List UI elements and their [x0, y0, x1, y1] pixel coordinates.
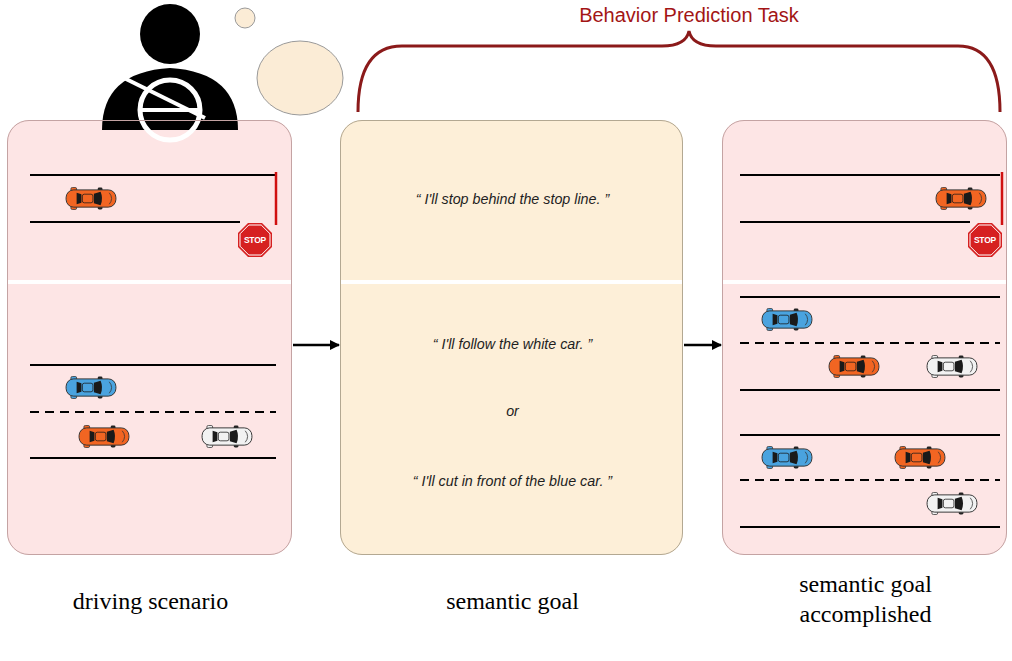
- stop-sign: [240, 225, 270, 255]
- road-lines: [30, 411, 276, 413]
- goal-text: “ I'll cut in front of the blue car. ”: [341, 472, 684, 490]
- panel-caption: driving scenario: [8, 586, 293, 616]
- panel-grounds: [340, 120, 683, 555]
- stop-line: [276, 172, 1002, 225]
- road-lines: [740, 342, 1000, 344]
- flow-arrow: [293, 344, 339, 347]
- cars: [79, 425, 129, 447]
- panel-caption: semantic goal accomplished: [755, 569, 976, 629]
- cars: [895, 446, 945, 468]
- cars: [202, 425, 252, 447]
- cars: [66, 187, 986, 514]
- panel-caption: semantic goal: [341, 586, 684, 616]
- driver-icon: [120, 76, 205, 118]
- stop-line: [275, 172, 278, 225]
- goal-text: “ I'll stop behind the stop line. ”: [341, 190, 684, 208]
- separators: [341, 280, 682, 284]
- cars: [936, 187, 986, 209]
- stop-sign: [968, 223, 1002, 257]
- goal-text: “ I'll follow the white car. ”: [341, 335, 684, 353]
- road-lines: [30, 457, 276, 459]
- cars: [829, 355, 879, 377]
- panel-grounds: [722, 120, 1007, 555]
- thought-bubbles: [235, 8, 255, 28]
- bracket-label: Behavior Prediction Task: [579, 3, 799, 27]
- stop-sign: [970, 225, 1000, 255]
- road-lines: [740, 221, 970, 223]
- driver-icon: [140, 4, 200, 64]
- stop-sign: [238, 223, 1002, 257]
- flow-arrow: [684, 344, 721, 347]
- road-lines: [740, 174, 1000, 176]
- stop-sign: [238, 223, 272, 257]
- road-lines: [740, 389, 1000, 391]
- stop-line: [1001, 172, 1004, 225]
- goal-text: or: [341, 402, 684, 420]
- road-lines: [740, 296, 1000, 298]
- cars: [927, 492, 977, 514]
- cars: [762, 446, 812, 468]
- thought-bubbles: [235, 8, 343, 115]
- cars: [927, 355, 977, 377]
- cars: [66, 376, 116, 398]
- road-lines: [30, 364, 276, 366]
- road-lines: [30, 175, 1000, 527]
- cars: [66, 187, 116, 209]
- road-lines: [30, 174, 276, 176]
- panel: “ I'll stop behind the stop line. ” “ I'l…: [340, 120, 683, 555]
- road-lines: [740, 479, 1000, 481]
- panel: driving scenario: [7, 120, 292, 555]
- panel-grounds: [7, 120, 292, 555]
- bracket: [358, 31, 1000, 112]
- stop-sign-text: STOP: [244, 235, 266, 245]
- panel-grounds: [7, 120, 1007, 555]
- cars: [762, 308, 812, 330]
- thought-bubbles: [257, 41, 343, 115]
- road-lines: [740, 526, 1000, 528]
- road-lines: [30, 221, 240, 223]
- stop-sign-text: STOP: [974, 235, 996, 245]
- road-lines: [740, 434, 1000, 436]
- separators: [8, 280, 291, 284]
- panel: semantic goal accomplished: [722, 120, 1007, 555]
- separators: [723, 280, 1006, 284]
- separators: [8, 280, 1006, 284]
